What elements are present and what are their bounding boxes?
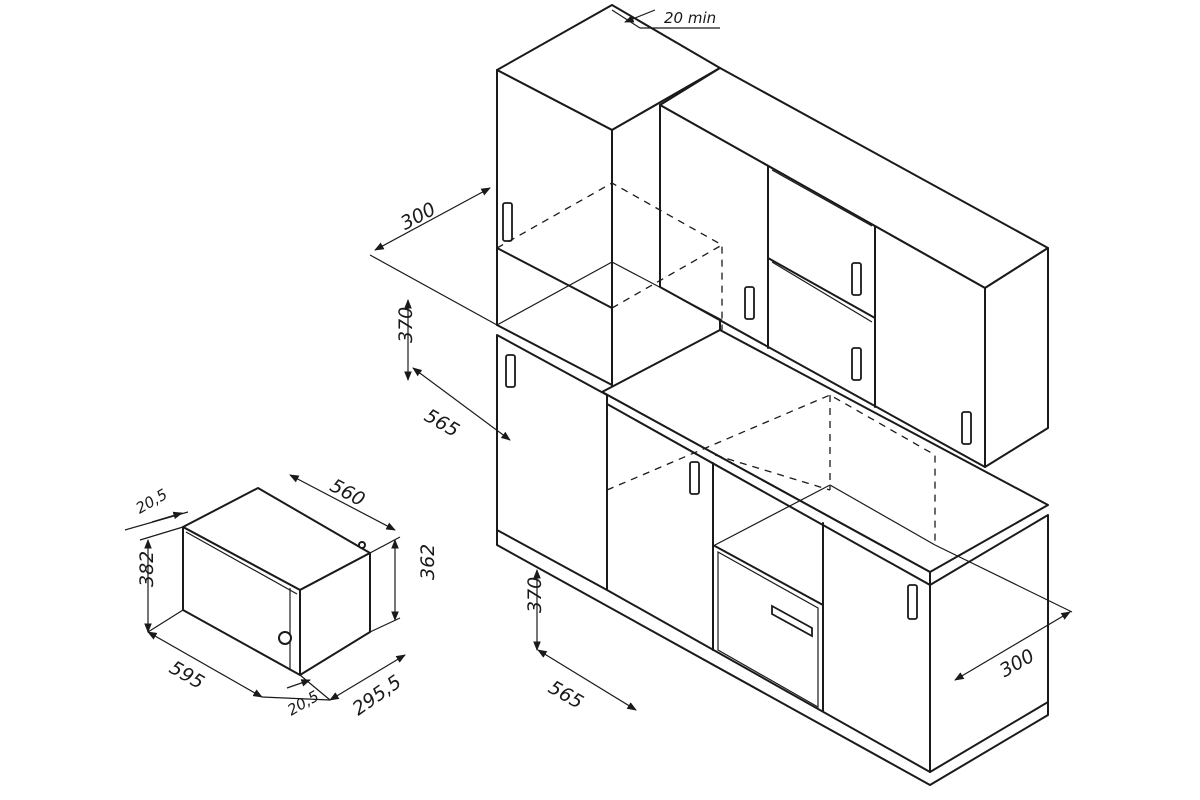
upper-height-label: 370 [395, 307, 417, 343]
handle-icon [689, 461, 700, 495]
mw-total-height-label: 382 [136, 551, 158, 587]
handle-icon [744, 286, 755, 320]
handle-icon [505, 354, 516, 388]
microwave [182, 487, 371, 676]
upper-niche [496, 182, 723, 330]
drawer-handle-icon [771, 604, 813, 638]
upper-depth-label: 300 [397, 198, 439, 234]
mw-body-depth-label: 295,5 [348, 671, 405, 720]
handle-icon [961, 411, 972, 445]
upper-wall-cabinets [659, 67, 1049, 468]
handle-icon [851, 262, 862, 296]
mw-bottom-offset-label: 20,5 [284, 687, 322, 719]
gap-top-label: 20 min [664, 9, 716, 27]
kitchen-cabinets [496, 4, 1049, 786]
handle-icon [907, 584, 918, 620]
lower-width-label: 565 [545, 676, 587, 713]
hinge-icon [358, 541, 366, 549]
handle-icon [502, 202, 513, 242]
lower-height-label: 370 [524, 577, 546, 613]
handle-icon [851, 347, 862, 381]
mw-side-offset-label: 20,5 [133, 485, 171, 517]
mw-body-height-label: 362 [417, 544, 439, 580]
upper-width-label: 565 [421, 405, 463, 442]
lower-niche [606, 394, 936, 546]
knob-icon [278, 631, 292, 645]
